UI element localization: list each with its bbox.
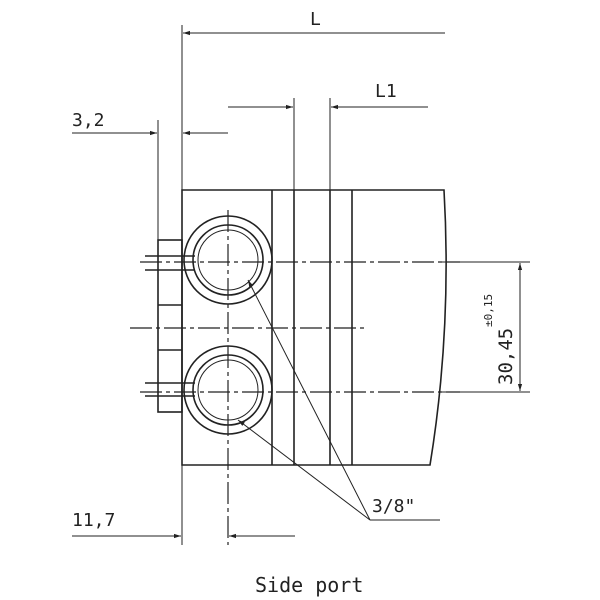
dim-L-label: L [310,9,321,30]
dim-3-2-label: 3,2 [72,110,105,131]
caption: Side port [255,573,363,597]
port-leader-upper [247,279,371,521]
lower-port [145,345,273,435]
port-size-label: 3/8" [372,496,415,517]
dim-tolerance-label: ±0,15 [482,294,495,327]
port-leader-lower [237,419,371,521]
dim-11-7-label: 11,7 [72,510,115,531]
dim-L1-label: L1 [375,81,397,102]
upper-port [145,215,273,305]
dim-30-45-label: 30,45 [495,328,517,385]
